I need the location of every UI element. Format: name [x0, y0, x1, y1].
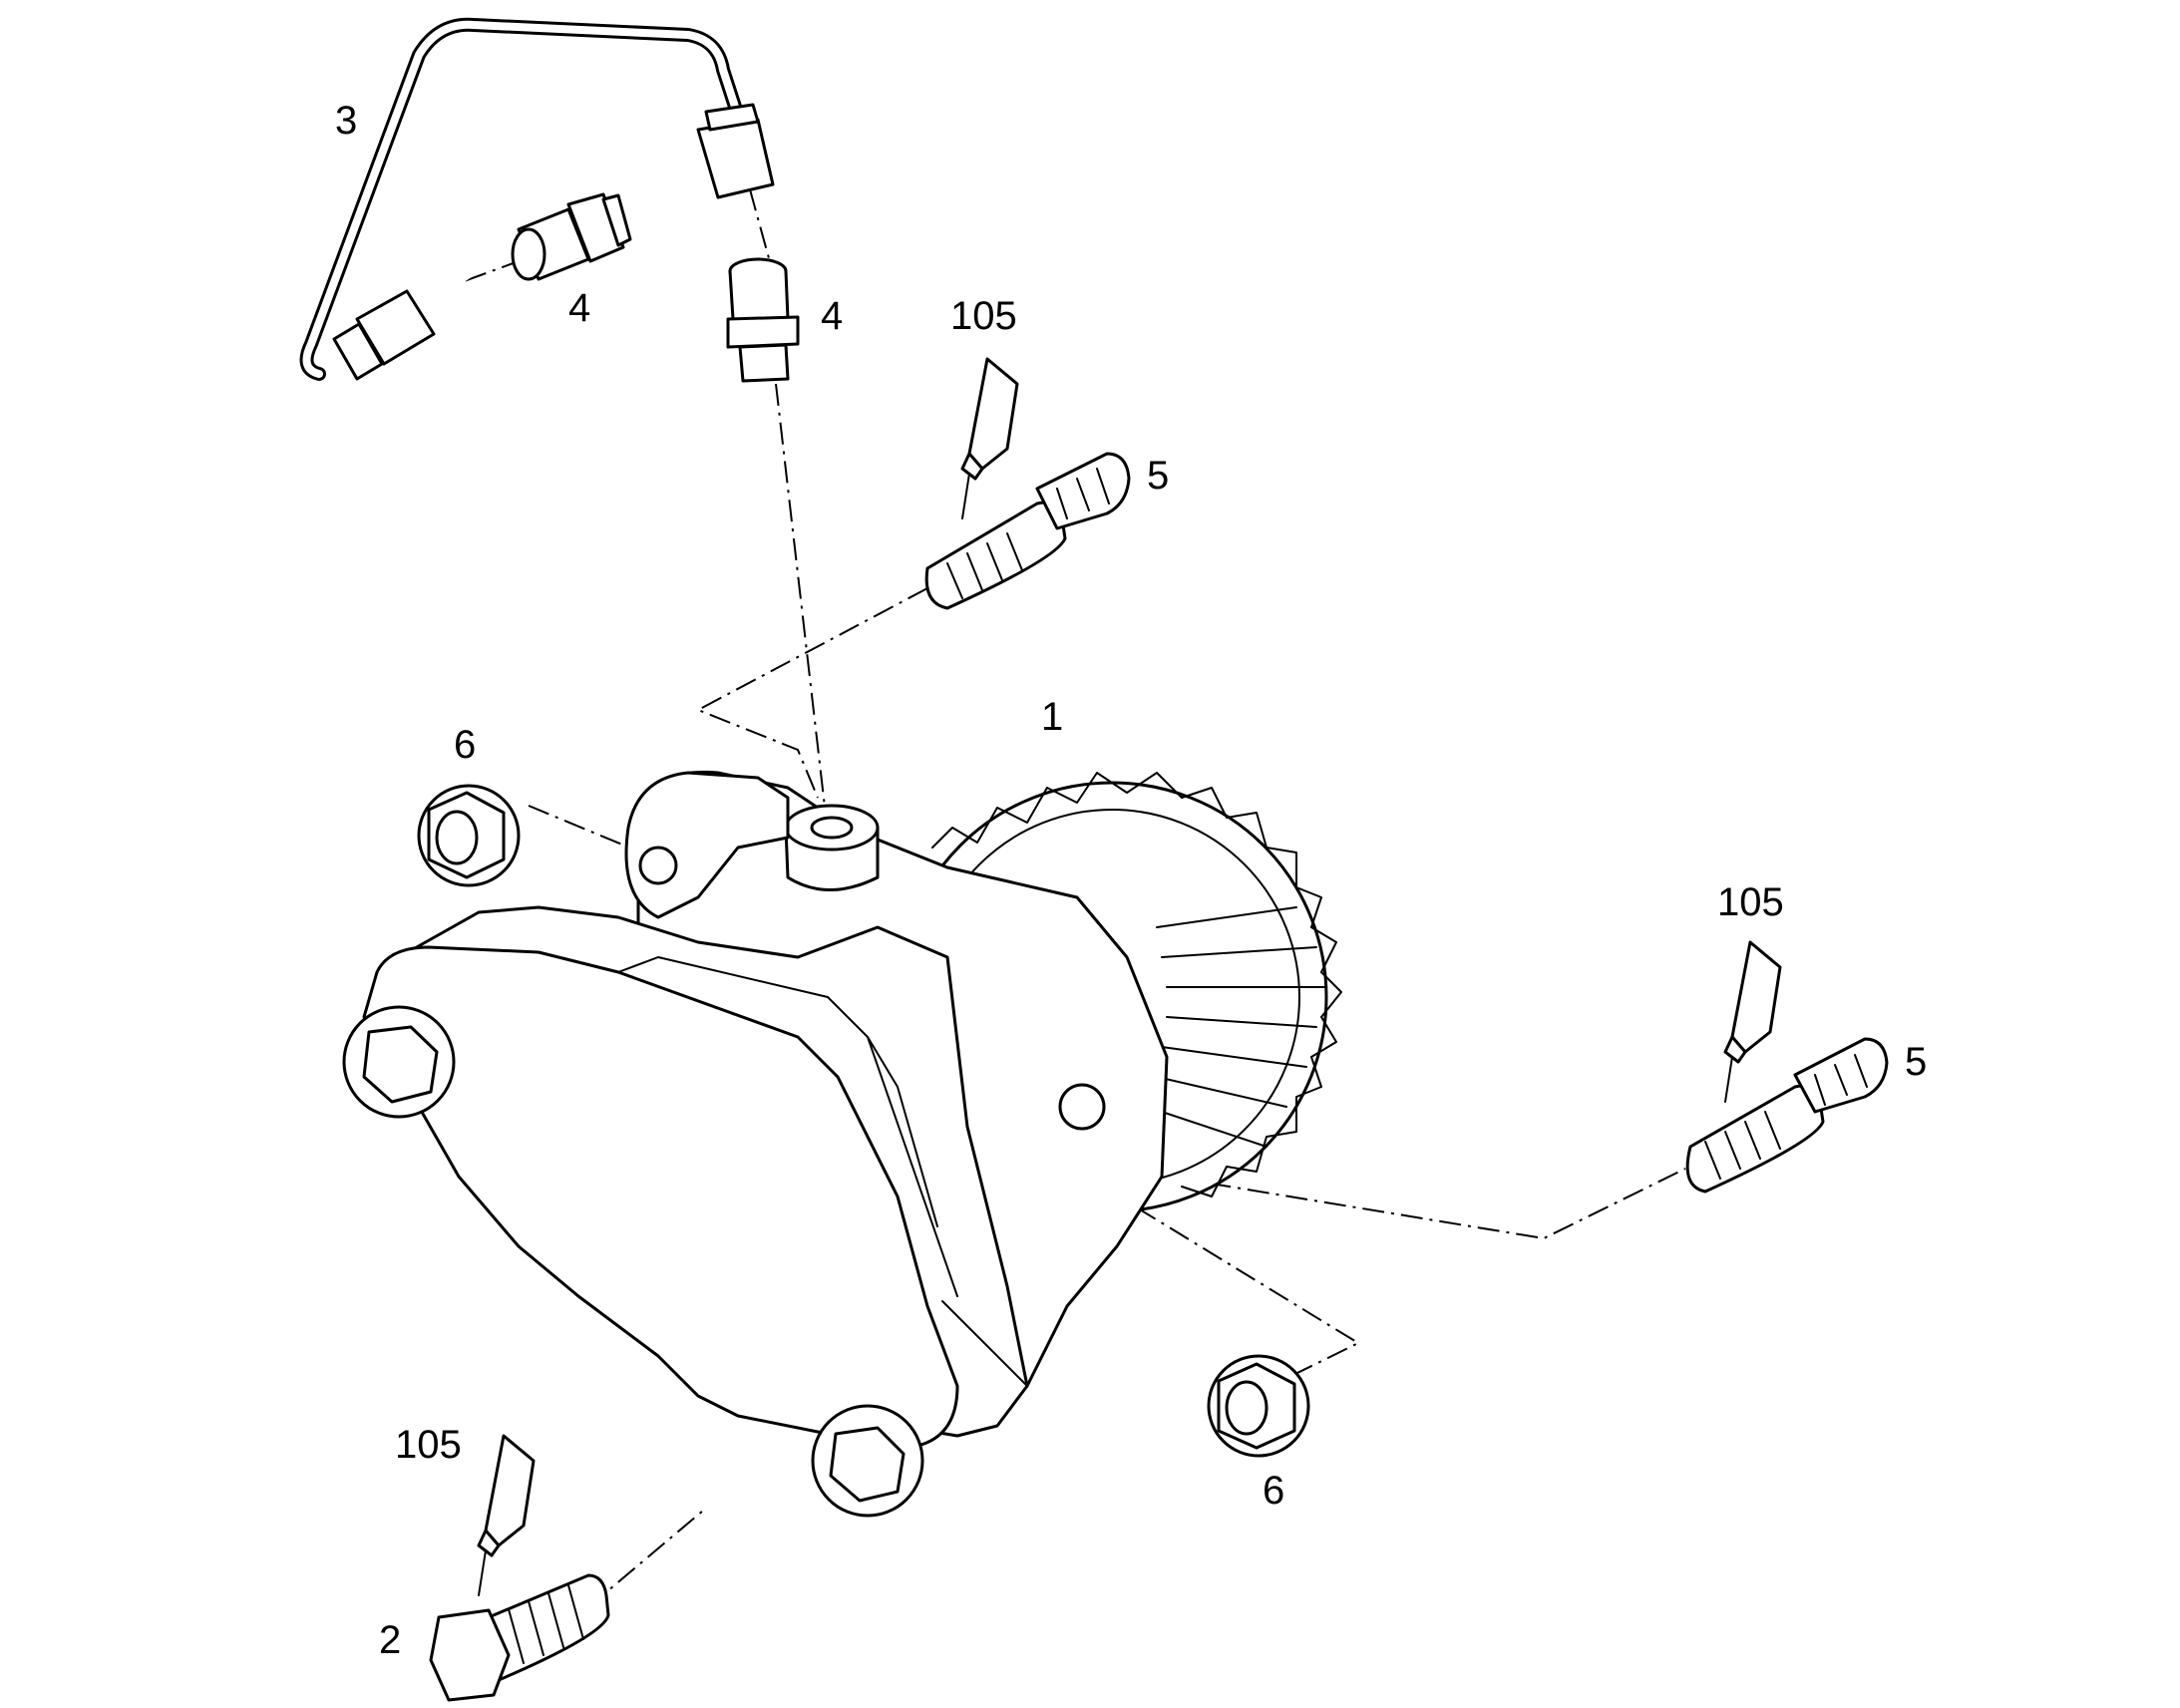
sealant-icon-upper	[960, 357, 1019, 519]
sealant-icon-lower	[477, 1434, 536, 1596]
flange-nut-left	[417, 784, 521, 887]
pipe-nut-right	[696, 103, 775, 199]
callout-labels: 1 2 3 4 4 5 5 6 6 105 105 105	[335, 99, 1927, 1662]
callout-stud-lower: 5	[1905, 1040, 1927, 1084]
injection-pump-assembly	[342, 770, 1342, 1518]
callout-union-left: 4	[568, 286, 590, 330]
stud-upper	[924, 452, 1131, 610]
flange-nut-right	[1207, 1354, 1310, 1458]
outlet-boss	[784, 804, 880, 891]
union-fitting-right	[726, 257, 800, 383]
sealant-icon-right	[1723, 940, 1782, 1103]
callout-sealant-right: 105	[1717, 880, 1784, 924]
pipe-nut-left	[332, 289, 436, 381]
cover-bolt-bottom	[811, 1404, 924, 1518]
callout-nut-left: 6	[454, 723, 476, 767]
callout-stud-upper: 5	[1147, 454, 1169, 498]
cover-bolt-top	[342, 1005, 456, 1119]
callout-union-right: 4	[821, 294, 843, 338]
union-fitting-left	[511, 192, 632, 281]
callout-sealant-upper: 105	[950, 294, 1017, 338]
cover-plate	[362, 945, 959, 1451]
injection-pipe	[299, 17, 775, 381]
callout-pump: 1	[1041, 695, 1063, 739]
flange-hole-right	[1058, 1083, 1106, 1131]
callout-nut-right: 6	[1263, 1469, 1284, 1513]
callout-pipe: 3	[335, 99, 357, 143]
stud-lower	[1685, 1037, 1889, 1194]
callout-bolt: 2	[379, 1618, 401, 1662]
hex-bolt	[429, 1573, 610, 1702]
callout-sealant-lower: 105	[395, 1423, 462, 1467]
